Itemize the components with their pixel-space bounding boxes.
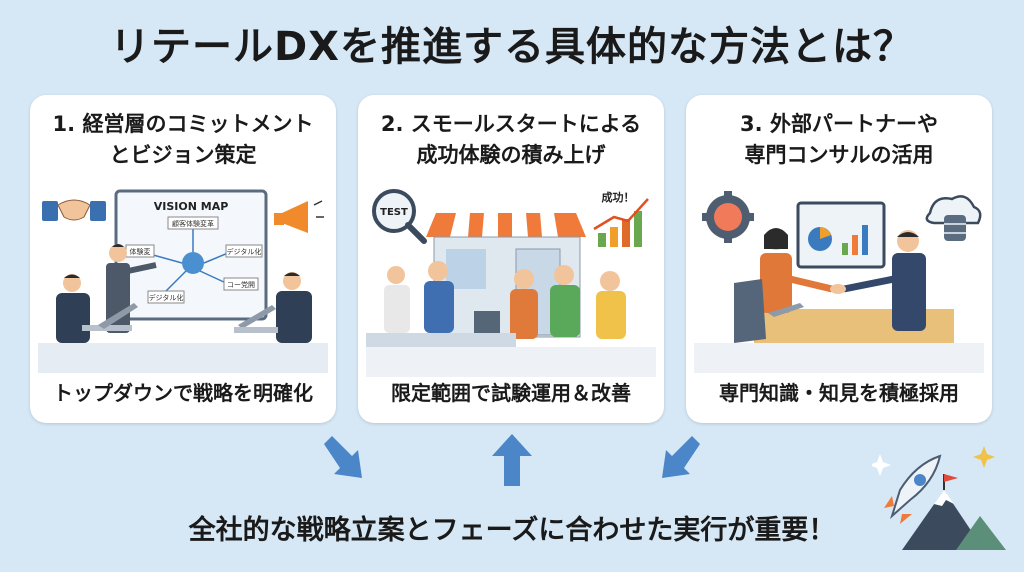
card-title: 2. スモールスタートによる 成功体験の積み上げ [358,109,664,171]
magnifier-icon: TEST [372,189,427,244]
arrow-down-right-icon [324,436,362,478]
test-label: TEST [380,207,408,218]
card-caption: 限定範囲で試験運用＆改善 [391,381,631,405]
gear-brain-icon [702,191,754,243]
card-caption: 専門知識・知見を積極採用 [719,381,959,405]
growth-chart-icon [593,198,649,247]
consultant-woman [760,228,833,313]
client-man [843,230,926,331]
success-label: 成功！ [602,190,635,204]
svg-text:顧客体験変革: 顧客体験変革 [172,219,214,228]
sparkle-icon [872,446,995,476]
card-caption: トップダウンで戦略を明確化 [53,381,313,405]
seated-person-right [234,272,312,343]
seated-person-left [56,274,138,343]
mountain-flag-icon [902,474,1006,550]
consultant-handshake-illustration [694,191,984,373]
store-awning [426,213,586,237]
rocket-mountain-decoration [872,446,1006,550]
arrow-down-left-icon [662,436,700,478]
card-small-start: 2. スモールスタートによる 成功体験の積み上げ TEST 成功！ [358,95,664,423]
card-title: 3. 外部パートナーや 専門コンサルの活用 [686,109,992,171]
card-title-line2: 専門コンサルの活用 [744,143,934,167]
store-test-illustration: TEST 成功！ [366,189,656,377]
card-title-line2: とビジョン策定 [109,143,257,167]
card-title-line1: 1. 経営層のコミットメント [52,112,314,136]
card-title-line1: 3. 外部パートナーや [740,112,938,136]
handshake-icon [42,199,106,221]
megaphone-icon [274,200,324,233]
card-title-line2: 成功体験の積み上げ [416,143,606,167]
vision-center-node [182,252,204,274]
customer-figures [384,261,626,339]
bottom-message: 全社的な戦略立案とフェーズに合わせた実行が重要！ [188,515,836,546]
page-title: リテールDXを推進する具体的な方法とは？ [109,24,915,70]
vision-meeting-illustration: VISION MAP 顧客体験変革 体験変 デジタル化 コー党開 デジタル化 [38,189,328,373]
svg-text:体験変: 体験変 [130,247,151,256]
card-title-line1: 2. スモールスタートによる [380,112,642,136]
svg-text:デジタル化: デジタル化 [227,247,262,256]
svg-text:デジタル化: デジタル化 [149,293,184,302]
card-external-partner: 3. 外部パートナーや 専門コンサルの活用 [686,95,992,423]
card-title: 1. 経営層のコミットメント とビジョン策定 [30,109,336,171]
vision-board-heading: VISION MAP [154,200,229,213]
cloud-database-icon [925,195,982,241]
svg-text:コー党開: コー党開 [227,280,255,289]
rocket-icon [884,454,942,524]
arrow-up-icon [492,434,532,486]
card-executive-commitment: 1. 経営層のコミットメント とビジョン策定 VISION MAP 顧客体験変革… [30,95,336,423]
